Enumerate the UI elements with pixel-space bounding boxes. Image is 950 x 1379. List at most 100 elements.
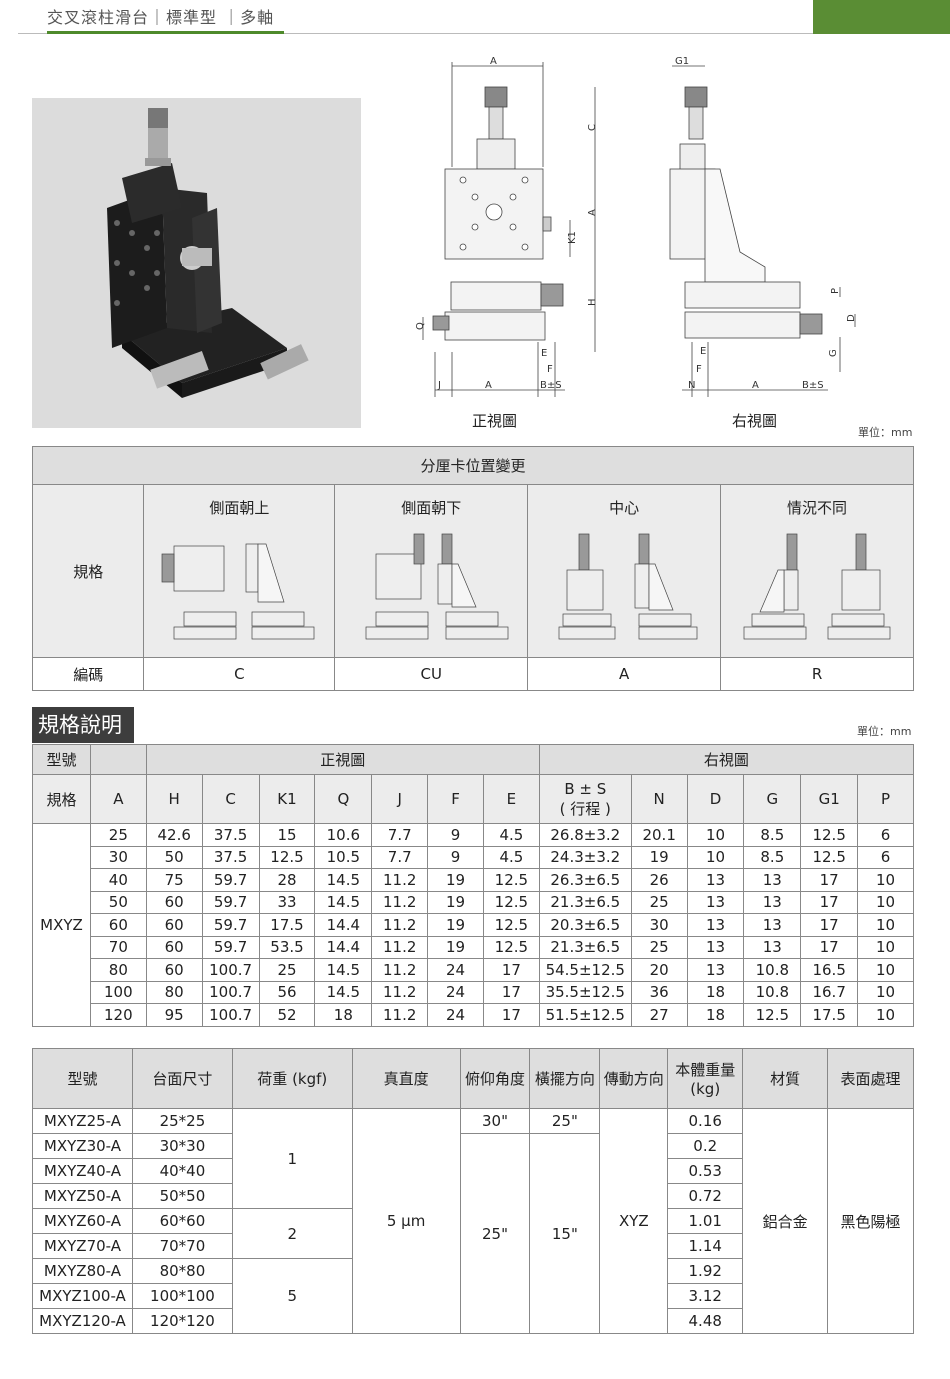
spec-cell: 52 — [258, 1003, 316, 1027]
model-head-weight: 本體重量 (kg) — [667, 1048, 744, 1109]
position-col-side-down: 側面朝下 — [334, 484, 529, 658]
spec-cell: 17.5 — [258, 913, 316, 937]
spec-cell: 9 — [427, 823, 484, 847]
spec-cell: 20 — [630, 958, 688, 982]
load-cell: 2 — [231, 1208, 353, 1259]
spec-head-spec: 規格 — [32, 774, 91, 824]
col-head: K1 — [258, 774, 316, 824]
spec-cell: 30 — [89, 845, 147, 869]
model-head: 型號 — [32, 1048, 133, 1109]
svg-text:G: G — [828, 349, 839, 357]
pitch-cell: 25" — [459, 1133, 531, 1334]
spec-cell: 30 — [630, 913, 688, 937]
table-size: 60*60 — [131, 1208, 233, 1234]
weight-cell: 1.14 — [667, 1233, 744, 1259]
row-label-spec: 規格 — [31, 484, 145, 658]
spec-cell: 21.3±6.5 — [538, 890, 632, 914]
spec-cell: 17 — [800, 890, 859, 914]
page-title: 交叉滾柱滑台｜標準型 ｜多軸 — [47, 8, 275, 27]
spec-cell: 18 — [314, 1003, 373, 1027]
position-col-side-up: 側面朝上 — [143, 484, 336, 658]
spec-cell: 12.5 — [482, 890, 540, 914]
spec-cell: 11.2 — [371, 935, 429, 959]
spec-cell: 33 — [258, 890, 316, 914]
center-diagram — [558, 533, 698, 640]
spec-cell: 13 — [686, 935, 745, 959]
spec-cell: 100.7 — [201, 958, 260, 982]
spec-cell: 27 — [630, 1003, 688, 1027]
spec-cell: 9 — [427, 845, 484, 869]
table-size: 30*30 — [131, 1133, 233, 1159]
spec-cell: 10.8 — [743, 980, 802, 1004]
spec-cell: 95 — [145, 1003, 203, 1027]
spec-cell: 24.3±3.2 — [538, 845, 632, 869]
spec-cell: 59.7 — [201, 868, 260, 892]
spec-cell: 19 — [630, 845, 688, 869]
load-cell: 1 — [231, 1108, 353, 1209]
spec-cell: 6 — [857, 845, 914, 869]
spec-head-front: 正視圖 — [145, 744, 540, 775]
spec-cell: 7.7 — [371, 845, 429, 869]
spec-cell: 25 — [258, 958, 316, 982]
spec-cell: 26 — [630, 868, 688, 892]
spec-cell: 12.5 — [482, 868, 540, 892]
spec-cell: 10 — [857, 868, 914, 892]
spec-cell: 19 — [427, 868, 484, 892]
spec-cell: 10.8 — [743, 958, 802, 982]
col-head: Q — [314, 774, 373, 824]
front-view-drawing: A C A H K1 Q E F J A B±S — [405, 52, 615, 397]
spec-cell: 75 — [145, 868, 203, 892]
spec-cell: 10 — [857, 980, 914, 1004]
spec-cell: 60 — [145, 935, 203, 959]
svg-text:Q: Q — [415, 322, 426, 330]
yaw-cell: 25" — [529, 1108, 601, 1134]
spec-cell: 10 — [857, 890, 914, 914]
product-photo — [32, 98, 361, 428]
spec-head-model: 型號 — [32, 744, 91, 775]
spec-cell: 80 — [89, 958, 147, 982]
yaw-cell: 15" — [529, 1133, 601, 1334]
spec-cell: 12.5 — [800, 823, 859, 847]
spec-cell: 36 — [630, 980, 688, 1004]
spec-cell: 50 — [145, 845, 203, 869]
spec-cell: 16.7 — [800, 980, 859, 1004]
spec-cell: 54.5±12.5 — [538, 958, 632, 982]
col-head: G1 — [800, 774, 859, 824]
front-view-label: 正視圖 — [472, 412, 518, 430]
position-label: 中心 — [609, 499, 640, 517]
micrometer-position-table: 分厘卡位置變更 規格 側面朝上 側面朝下 — [31, 446, 914, 691]
spec-cell: 10 — [857, 958, 914, 982]
spec-cell: 14.5 — [314, 980, 373, 1004]
spec-cell: 59.7 — [201, 890, 260, 914]
spec-cell: 10 — [857, 913, 914, 937]
svg-text:B±S: B±S — [802, 380, 824, 391]
svg-text:F: F — [696, 364, 702, 375]
spec-cell: 13 — [686, 890, 745, 914]
page-header: 交叉滾柱滑台｜標準型 ｜多軸 — [0, 0, 950, 36]
weight-head-line2: (kg) — [690, 1080, 721, 1098]
col-head: J — [371, 774, 429, 824]
spec-cell: 19 — [427, 913, 484, 937]
col-head: E — [482, 774, 540, 824]
model-head: 真直度 — [351, 1048, 461, 1109]
model-name: MXYZ30-A — [32, 1133, 133, 1159]
spec-cell: 8.5 — [743, 823, 802, 847]
model-name: MXYZ50-A — [32, 1183, 133, 1209]
weight-cell: 0.72 — [667, 1183, 744, 1209]
spec-cell: 70 — [89, 935, 147, 959]
spec-cell: 51.5±12.5 — [538, 1003, 632, 1027]
table-size: 120*120 — [131, 1308, 233, 1334]
model-head: 台面尺寸 — [131, 1048, 233, 1109]
col-head: B ± S — [564, 779, 607, 798]
model-head: 材質 — [742, 1048, 829, 1109]
col-head: F — [427, 774, 484, 824]
spec-cell: 25 — [630, 935, 688, 959]
col-head: A — [89, 774, 147, 824]
weight-cell: 0.53 — [667, 1158, 744, 1184]
spec-cell: 12.5 — [800, 845, 859, 869]
spec-cell: 10.6 — [314, 823, 373, 847]
